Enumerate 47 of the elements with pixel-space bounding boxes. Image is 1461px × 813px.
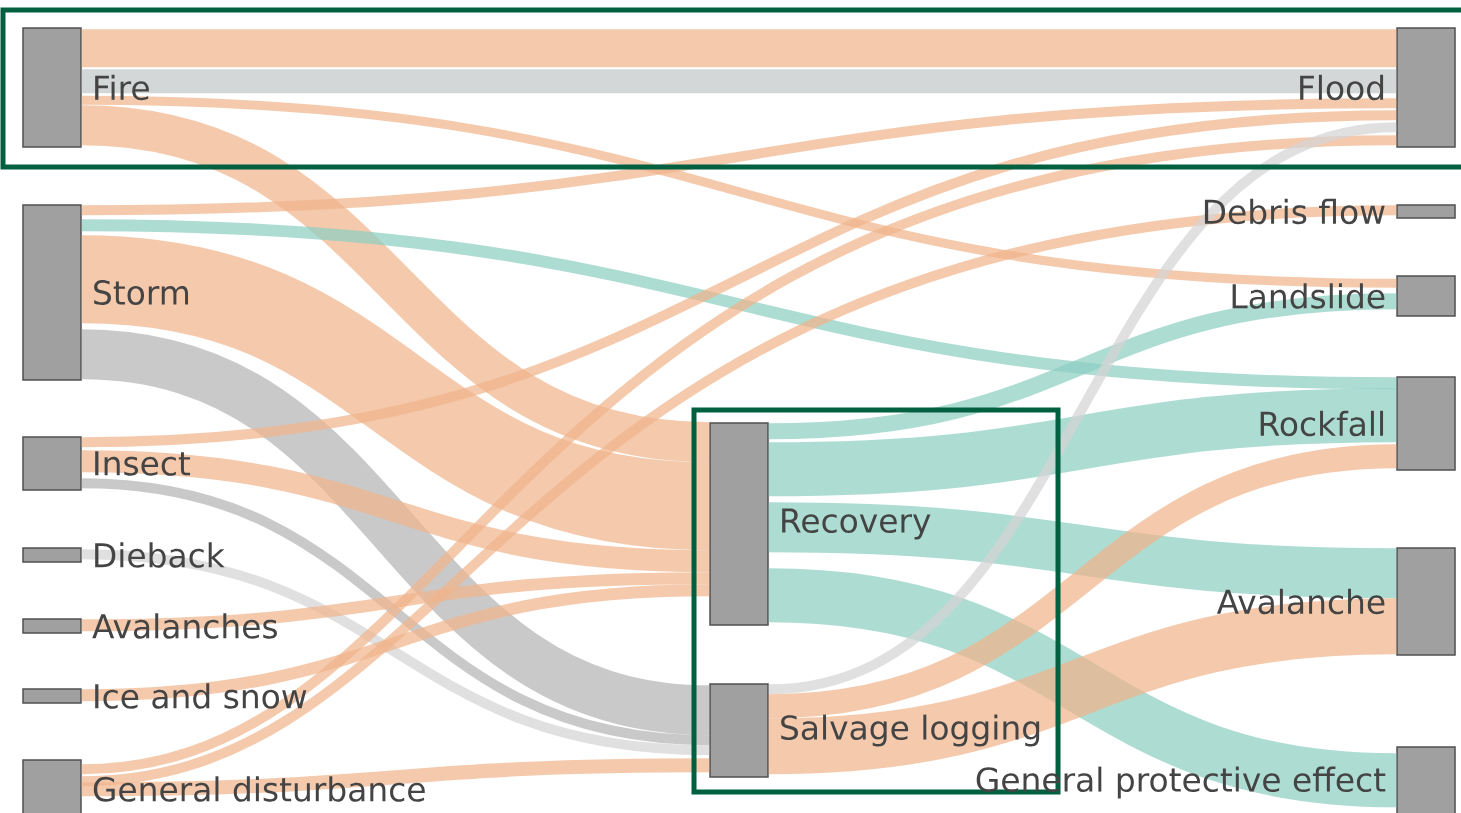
flow-band [81, 584, 710, 702]
flow-band [81, 549, 710, 756]
sankey-node [1396, 275, 1456, 317]
sankey-node [1396, 547, 1456, 656]
node-label: Flood [1300, 74, 1384, 101]
node-label: Avalanche [1216, 588, 1385, 615]
node-label: Rockfall [1260, 410, 1384, 437]
sankey-node [1396, 27, 1456, 148]
flow-band [81, 219, 1397, 390]
flow-band [79, 235, 712, 551]
sankey-node [22, 688, 82, 704]
flow-band [80, 105, 711, 463]
node-label: Dieback [95, 542, 225, 568]
flow-band [81, 758, 710, 797]
flow-band [81, 110, 1397, 448]
sankey-node [22, 618, 82, 634]
node-label: Debris flow [1204, 198, 1385, 225]
sankey-node [709, 422, 769, 626]
node-label: Recovery [782, 508, 931, 540]
node-label: Salvage logging [781, 714, 1040, 747]
flow-band [81, 98, 1397, 216]
sankey-node [1396, 746, 1456, 813]
flow-band [81, 69, 1397, 94]
flow-band [767, 568, 1398, 808]
sankey-node [22, 204, 82, 381]
flow-band [81, 478, 710, 746]
sankey-node [709, 683, 769, 778]
node-label: Fire [95, 74, 149, 101]
sankey-node [1396, 376, 1456, 471]
flow-band [767, 444, 1398, 719]
flow-band [768, 122, 1398, 695]
flow-band [81, 95, 1397, 288]
node-label: Avalanches [92, 613, 277, 639]
sankey-node [22, 27, 82, 148]
sankey-node [1396, 204, 1456, 219]
flow-band [81, 29, 1397, 68]
flow-band [81, 450, 710, 573]
node-label: General disturbance [93, 776, 425, 802]
flow-band [81, 572, 710, 632]
node-label: Landslide [1232, 283, 1385, 309]
node-label: Insect [95, 451, 191, 476]
flow-band [79, 329, 712, 736]
sankey-node [22, 436, 82, 491]
sankey-node [22, 759, 82, 813]
node-label: Storm [94, 280, 189, 305]
sankey-node [22, 547, 82, 563]
node-label: Ice and snow [95, 683, 307, 709]
